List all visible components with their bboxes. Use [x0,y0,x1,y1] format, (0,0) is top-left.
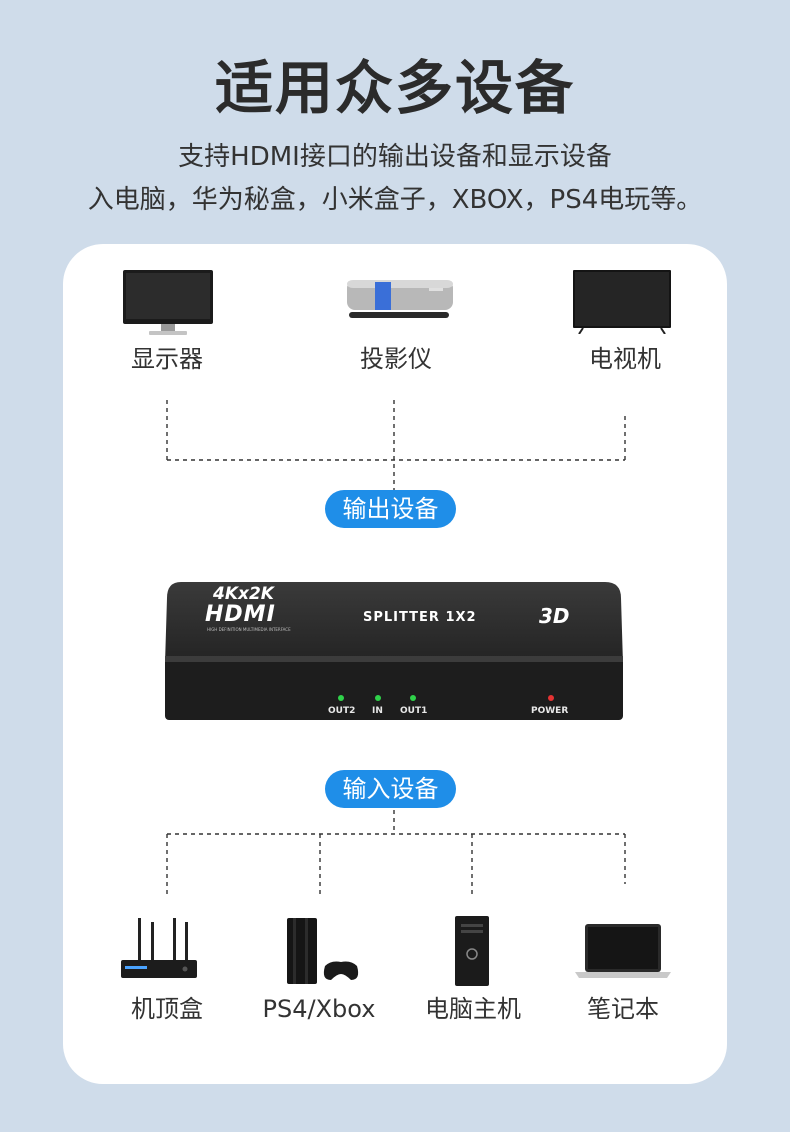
game-console-icon [285,916,361,992]
output-devices-pill: 输出设备 [325,490,456,528]
monitor-icon [123,270,213,340]
input-device-label-set-top-box: 机顶盒 [131,995,203,1023]
input-device-label-laptop: 笔记本 [587,995,659,1023]
output-device-label-tv: 电视机 [589,345,661,373]
splitter-brand-logo: HDMI [205,602,276,627]
port-label-out1: OUT1 [400,706,428,716]
output-device-label-projector: 投影仪 [360,345,432,373]
port-label-power: POWER [531,706,569,716]
devices-card: 显示器 投影仪 电视机 [63,244,727,1084]
page-title: 适用众多设备 [214,54,575,122]
splitter-tagline: HIGH DEFINITION MULTIMEDIA INTERFACE [207,627,291,632]
laptop-icon [575,922,671,984]
splitter-3d-badge: 3D [539,604,570,628]
port-label-in: IN [372,706,383,716]
hdmi-splitter-device: 4Kx2K HDMI HIGH DEFINITION MULTIMEDIA IN… [163,578,623,728]
subtitle-line-2: 入电脑，华为秘盒，小米盒子，XBOX，PS4电玩等。 [87,185,703,215]
subtitle-line-1: 支持HDMI接口的输出设备和显示设备 [178,142,612,172]
connector-lines [166,400,626,894]
set-top-box-icon [121,916,201,986]
tv-icon [573,270,671,338]
input-devices-pill: 输入设备 [325,770,456,808]
input-device-label-desktop: 电脑主机 [425,995,521,1023]
input-device-label-console: PS4/Xbox [262,995,376,1023]
output-device-label-monitor: 显示器 [131,345,203,373]
port-label-out2: OUT2 [328,706,356,716]
projector-icon [345,274,455,324]
splitter-4k-label: 4Kx2K [213,584,274,604]
splitter-model-label: SPLITTER 1X2 [363,610,477,625]
desktop-pc-icon [455,914,491,992]
